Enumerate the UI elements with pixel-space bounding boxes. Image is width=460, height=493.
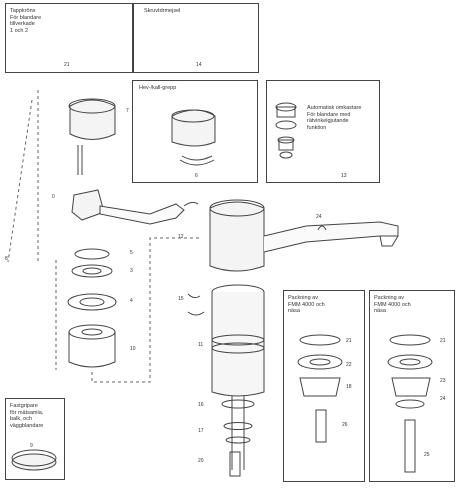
part-number: 5 [130, 250, 133, 256]
strainer-drawing [11, 449, 57, 471]
box-gasket-mid-text: Packning av FMM 4000 och näsa [288, 295, 325, 314]
part-number: 12 [178, 234, 184, 240]
part-number: 10 [130, 346, 136, 352]
box-gasket-mid: Packning av FMM 4000 och näsa [283, 290, 365, 482]
part-number: 24 [440, 396, 446, 402]
part-number: 7 [126, 108, 129, 114]
part-number: 20 [198, 458, 204, 464]
mixer-body-drawing [187, 199, 399, 477]
box-gasket-far: Packning av FMM 4000 och näsa [369, 290, 455, 482]
part-number: 24 [316, 214, 322, 220]
box-hot-cold: Hev-/kall-grepp 6 [132, 80, 258, 183]
part-number: 22 [346, 362, 352, 368]
part-number: 25 [424, 452, 430, 458]
box-tap-cap: Tappkröns För blandare tillverkade 1 och… [5, 3, 133, 73]
box-hot-cold-part: 6 [195, 173, 198, 179]
part-number: 3 [130, 268, 133, 274]
box-automatic-part: 13 [341, 173, 347, 179]
part-number: 17 [198, 428, 204, 434]
part-number: 18 [346, 384, 352, 390]
handle-cap-drawing [171, 109, 216, 166]
left-column-parts [67, 98, 199, 368]
box-strainer: Fastgripare för mätsamla, balk, och vägg… [5, 398, 65, 480]
part-number: 11 [198, 342, 204, 348]
box-wrench-part: 14 [196, 62, 202, 68]
mid-box-parts [297, 334, 343, 443]
switcher-drawing [275, 102, 297, 159]
box-wrench-text: Skruvtdrmejsel [144, 8, 181, 14]
far-box-parts [387, 334, 433, 473]
part-number: 4 [130, 298, 133, 304]
box-gasket-far-text: Packning av FMM 4000 och näsa [374, 295, 411, 314]
part-number: 8 [5, 256, 8, 262]
box-hot-cold-text: Hev-/kall-grepp [139, 85, 177, 91]
part-number: 26 [342, 422, 348, 428]
part-number: 21 [346, 338, 352, 344]
box-strainer-part: 9 [30, 443, 33, 449]
box-automatic-text: Automatisk omkastare För blandare med rä… [307, 105, 362, 131]
part-number: 23 [440, 378, 446, 384]
box-wrench: Skruvtdrmejsel 14 [133, 3, 259, 73]
part-number: 0 [52, 194, 55, 200]
box-strainer-text: Fastgripare för mätsamla, balk, och vägg… [10, 403, 44, 429]
box-tap-cap-part: 21 [64, 62, 70, 68]
part-number: 15 [178, 296, 184, 302]
part-number: 16 [198, 402, 204, 408]
part-number: 21 [440, 338, 446, 344]
box-tap-cap-text: Tappkröns För blandare tillverkade 1 och… [10, 8, 42, 34]
box-automatic: Automatisk omkastare För blandare med rä… [266, 80, 380, 183]
